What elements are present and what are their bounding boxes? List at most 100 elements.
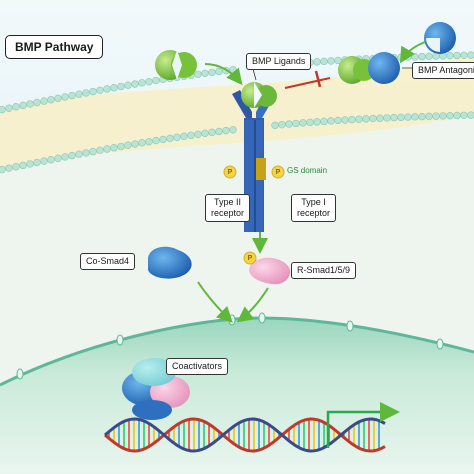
nuclear-pore (116, 334, 124, 346)
phosphate-label: P (247, 255, 253, 262)
co-smad-translocation-arrow (197, 281, 233, 323)
antagonist-binding-arrow (399, 41, 426, 64)
lipid-head (61, 93, 69, 101)
lipid-head (208, 128, 216, 137)
phosphate-icon (243, 251, 257, 265)
lipid-head (432, 112, 440, 120)
lipid-head (313, 58, 321, 66)
free-bmp-ligand (155, 50, 197, 80)
lipid-head (110, 144, 118, 152)
lipid-head (19, 161, 27, 170)
lipid-head (341, 116, 349, 124)
lipid-head (194, 130, 202, 138)
lipid-head (117, 82, 125, 91)
lipid-head (390, 113, 398, 122)
smad-transcription-complex (122, 358, 190, 420)
lipid-head (103, 85, 111, 93)
label-coactivators: Coactivators (166, 358, 229, 375)
lipid-head (96, 86, 104, 94)
label-type-ii-receptor: Type II receptor (205, 194, 251, 222)
lipid-head (299, 119, 307, 127)
lipid-head (131, 140, 139, 148)
lipid-head (467, 111, 474, 119)
lipid-head (75, 150, 83, 158)
r-smad-translocation-arrow (236, 287, 269, 323)
co-smad4-protein (148, 246, 192, 279)
cell-membrane (0, 51, 474, 174)
lipid-head (201, 69, 209, 78)
lipid-head (47, 156, 55, 164)
lipid-head (222, 126, 230, 135)
lipid-head (460, 111, 468, 119)
dna-strand (104, 417, 386, 453)
diagram-title: BMP Pathway (5, 35, 104, 59)
lipid-head (460, 51, 468, 59)
dna-double-helix (104, 417, 386, 453)
lipid-head (369, 114, 377, 123)
label-bmp-antagonist: BMP Antagonist (412, 62, 474, 79)
lipid-head (33, 98, 41, 107)
lipid-head (138, 139, 146, 147)
lipid-head (82, 89, 90, 97)
label-bmp-ligands: BMP Ligands (246, 53, 312, 70)
lipid-head (19, 101, 27, 110)
r-smad-protein (249, 257, 291, 285)
lipid-head (306, 118, 314, 127)
lipid-head (376, 114, 384, 122)
lipid-head (334, 116, 342, 125)
lipid-head (26, 160, 34, 168)
lipid-head (5, 164, 13, 172)
lipid-head (75, 90, 83, 98)
lipid-head (131, 80, 139, 88)
lipid-head (124, 81, 132, 89)
nuclear-pore (346, 320, 354, 332)
ligand-binding-arrow (204, 63, 243, 86)
label-type-i-line2: receptor (297, 208, 331, 218)
lipid-head (208, 68, 216, 77)
lipid-head (5, 104, 13, 112)
lipid-head (292, 119, 300, 128)
lipid-head (166, 134, 174, 143)
label-type-ii-line2: receptor (211, 208, 245, 218)
label-co-smad4: Co-Smad4 (80, 253, 136, 270)
lipid-head (439, 112, 447, 120)
lipid-head (33, 158, 41, 167)
lipid-head (229, 126, 237, 134)
lipid-head (446, 51, 454, 60)
lipid-head (327, 117, 335, 125)
lipid-head (103, 145, 111, 153)
lipid-head (397, 113, 405, 122)
lipid-head (0, 105, 6, 114)
lipid-head (446, 111, 454, 120)
phosphate-label: P (275, 169, 281, 176)
phosphate-icon (271, 165, 285, 179)
lipid-head (180, 132, 188, 140)
lipid-head (418, 112, 426, 121)
lipid-head (145, 77, 153, 86)
lipid-head (215, 127, 223, 136)
transcription-start-arrow (326, 402, 400, 448)
lipid-head (453, 111, 461, 120)
lipid-head (152, 76, 160, 85)
lipid-head (145, 137, 153, 146)
lipid-head (117, 142, 125, 151)
lipid-head (404, 113, 412, 121)
label-r-smad: R-Smad1/5/9 (291, 262, 357, 279)
lipid-head (40, 97, 48, 105)
antagonist-ligand-complex (338, 52, 400, 84)
lipid-head (68, 151, 76, 160)
lipid-head (12, 163, 20, 171)
lipid-head (411, 113, 419, 121)
inhibition-arrow (284, 70, 331, 89)
bmp-antagonist-protein (424, 22, 456, 54)
lipid-head (173, 133, 181, 141)
lipid-head (362, 115, 370, 123)
lipid-head (82, 149, 90, 157)
lipid-head (138, 79, 146, 87)
lipid-head (383, 114, 391, 122)
lipid-head (467, 51, 474, 59)
lipid-head (89, 87, 97, 96)
phosphate-label: P (227, 169, 233, 176)
lipid-head (54, 94, 62, 103)
